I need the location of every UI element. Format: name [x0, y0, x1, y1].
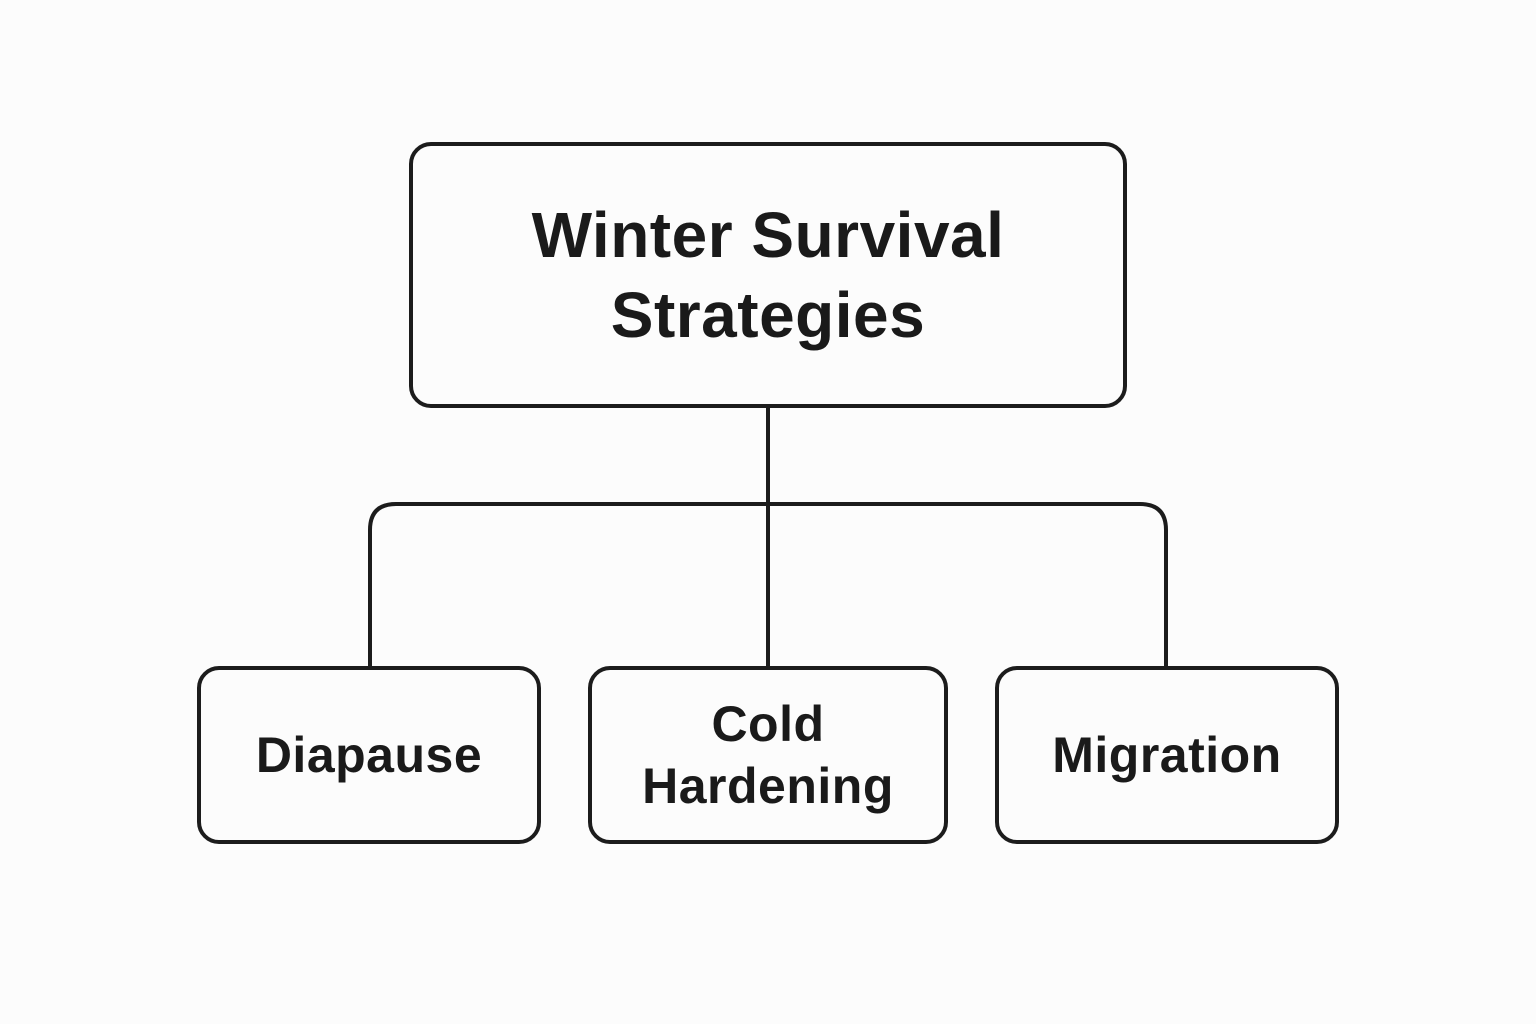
- child-node-label-line1: Migration: [1052, 727, 1282, 783]
- child-node-label: Migration: [1052, 724, 1281, 786]
- root-node-label-line2: Strategies: [610, 279, 926, 351]
- child-node-cold-hardening: Cold Hardening: [588, 666, 948, 844]
- child-node-label-line2: Hardening: [642, 758, 894, 814]
- child-node-migration: Migration: [995, 666, 1339, 844]
- root-node-label-line1: Winter Survival: [531, 199, 1005, 271]
- child-node-diapause: Diapause: [197, 666, 541, 844]
- child-node-label-line1: Cold: [711, 696, 825, 752]
- root-node-label: Winter Survival Strategies: [532, 195, 1005, 355]
- child-node-label-line1: Diapause: [255, 727, 483, 783]
- root-node-winter-survival-strategies: Winter Survival Strategies: [409, 142, 1127, 408]
- child-node-label: Cold Hardening: [642, 693, 894, 817]
- connector-branch-bar: [368, 502, 1168, 666]
- child-node-label: Diapause: [256, 724, 482, 786]
